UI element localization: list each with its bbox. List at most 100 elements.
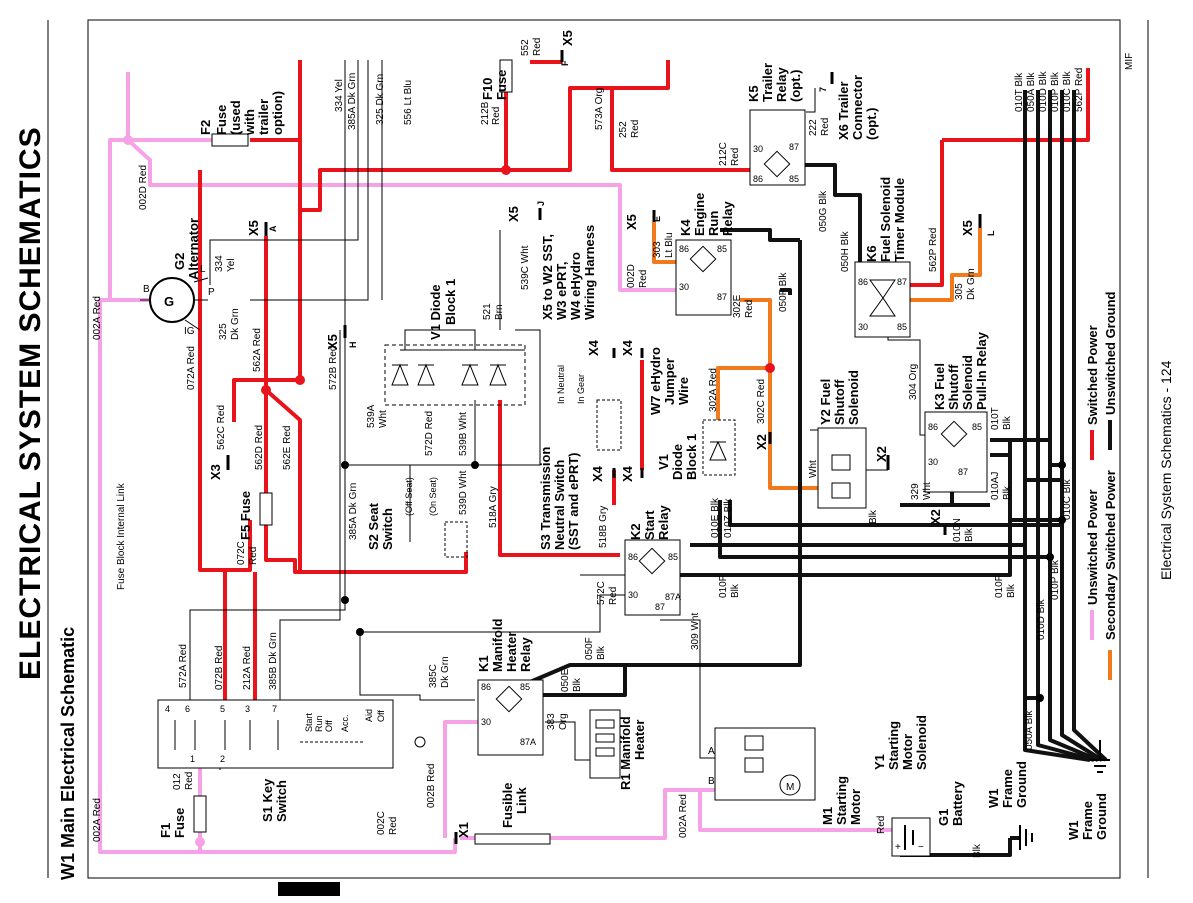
frame-ground-symbol-right (1090, 740, 1110, 773)
neutral-switch-s3-outline (596, 399, 622, 451)
bus-010c: 010C Blk (1062, 70, 1073, 112)
label-x6: X6 Trailer (836, 81, 851, 140)
label-g2: G2 (172, 253, 187, 270)
label-w7: W7 eHydro (648, 347, 663, 415)
label-s1-switch: Switch (274, 780, 289, 822)
svg-text:86: 86 (858, 277, 868, 287)
label-f2-fuse: Fuse (214, 105, 229, 135)
label-k3-shutoff: Shutoff (946, 364, 961, 410)
label-k1-relay: Relay (518, 637, 533, 672)
wire-010f-r-color: Blk (1006, 583, 1017, 598)
label-k6-timer: Timer Module (892, 178, 907, 262)
label-k6: K6 (864, 245, 879, 262)
k1-coil (495, 685, 523, 713)
wire-572a: 572A Red (178, 644, 189, 688)
k2-coil (638, 547, 666, 575)
y2-solenoid-box (817, 427, 867, 509)
svg-text:30: 30 (928, 457, 938, 467)
wire-050f2-color: Blk (596, 645, 607, 660)
label-k2-start: Start (642, 510, 657, 540)
wire-212b-color: Red (491, 107, 502, 125)
svg-text:Off: Off (376, 710, 386, 722)
k5-coil (763, 150, 791, 178)
svg-text:87A: 87A (520, 737, 536, 747)
k3-pull-in-relay-box (924, 411, 988, 493)
label-x5-harness-2: W3 ePRT, (554, 261, 569, 320)
label-alternator: Alternator (186, 218, 201, 280)
conn-x5-top-pin: F (560, 60, 570, 66)
conn-x2-3: X2 (928, 509, 943, 525)
wire-212a: 212A Red (242, 646, 253, 690)
wire-072a: 072A Red (186, 346, 197, 390)
conn-x3: X3 (208, 464, 223, 480)
svg-text:85: 85 (972, 422, 982, 432)
wire-562c: 562C Red (216, 405, 227, 450)
wire-002a-right: 002A Red (678, 794, 689, 838)
wire-334b: 334 (214, 255, 225, 272)
conn-x5-e-pin: E (652, 216, 662, 222)
label-k4-engine: Engine (692, 193, 707, 236)
legend: Switched Power Unswitched Ground Unswitc… (1085, 291, 1118, 680)
wire-002d-r: 002D (626, 264, 637, 288)
wire-385c-color: Dk Grn (440, 656, 451, 688)
wire-252-color: Red (630, 120, 641, 138)
svg-text:2: 2 (220, 754, 225, 764)
wire-010f-r: 010F (994, 575, 1005, 598)
wire-072c: 072C (236, 541, 247, 565)
wire-302e-color: Red (744, 300, 755, 318)
label-link: Link (514, 787, 529, 814)
label-fusible: Fusible (500, 782, 515, 828)
wire-050a: 050A Blk (1024, 710, 1035, 750)
label-v1b: V1 (656, 454, 671, 470)
key-switch-labels: 4 6 5 3 7 1 2 Start Run Off Acc. Aid Off (165, 704, 386, 764)
label-k6-fuel: Fuel Solenoid (878, 177, 893, 262)
label-k1-heater: Heater (504, 632, 519, 672)
label-f10: F10Fuse (480, 70, 509, 100)
wire-012: 012 (172, 773, 183, 790)
conn-x6-pin: 7 (818, 87, 828, 92)
wire-002b: 002B Red (426, 764, 437, 808)
wire-552-color: Red (532, 38, 543, 56)
label-g1-battery: Battery (950, 780, 965, 826)
wire-329-color: Wht (922, 482, 933, 500)
k3-coil (940, 420, 968, 448)
diode-block-1b-diode (709, 440, 727, 461)
wire-red: Red (876, 816, 887, 834)
svg-text:30: 30 (481, 717, 491, 727)
label-k1: K1 (476, 655, 491, 672)
wire-305-color: Dk Grn (966, 268, 977, 300)
label-g1: G1 (936, 809, 951, 826)
label-y2: Y2 Fuel (818, 379, 833, 425)
svg-text:30: 30 (753, 144, 763, 154)
conn-x4-1: X4 (586, 339, 601, 356)
svg-text:M: M (786, 782, 794, 793)
wire-383: 383 (546, 713, 557, 730)
conn-x2-1: X2 (754, 434, 769, 450)
wire-539d: 539D Wht (458, 470, 469, 515)
conn-x5-l-pin: L (986, 230, 996, 236)
label-x6-opt: (opt.) (864, 108, 879, 140)
svg-text:7: 7 (272, 704, 277, 714)
svg-text:Aid: Aid (364, 709, 374, 722)
svg-text:85: 85 (668, 552, 678, 562)
wire-573a: 573A Org (594, 88, 605, 130)
label-k5: K5 (746, 85, 761, 102)
wire-002d: 002D Red (138, 165, 149, 210)
wire-labels: 552 Red 334 Yel 385A Dk Grn 325 Dk Grn 5… (92, 38, 1085, 858)
wire-383-color: Org (558, 713, 569, 730)
svg-text:6: 6 (185, 704, 190, 714)
wire-552: 552 (520, 39, 531, 56)
schematic-frame (87, 19, 1121, 879)
svg-text:87: 87 (717, 292, 727, 302)
legend-label-unswitched-power: Unswitched Power (1085, 489, 1100, 605)
wire-302c: 302C Red (756, 379, 767, 424)
wire-572c-color: Red (608, 587, 619, 605)
wire-010c: 010C Blk (1062, 478, 1073, 520)
bus-010p: 010P Blk (1050, 71, 1061, 112)
fusible-link-body (474, 833, 551, 845)
svg-text:B: B (143, 284, 150, 295)
svg-text:85: 85 (789, 174, 799, 184)
component-labels: F10Fuse F2 Fuse (used with trailer optio… (158, 63, 1109, 840)
